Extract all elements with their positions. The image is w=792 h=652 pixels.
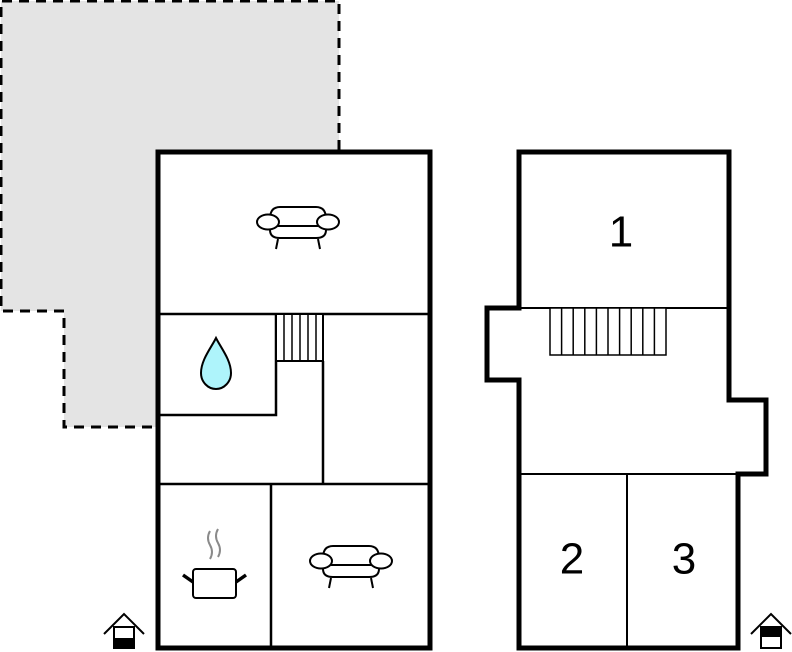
ground-floor	[155, 149, 433, 651]
room-label-bedroom-2: 2	[560, 535, 584, 584]
upper-floor: 1 2 3	[484, 149, 769, 651]
water-drop-icon	[199, 335, 233, 391]
room-label-bedroom-1: 1	[609, 208, 633, 257]
sofa-icon	[256, 206, 340, 250]
house-ground-floor-icon	[103, 612, 145, 649]
room-label-bedroom-3: 3	[672, 535, 696, 584]
sofa-icon	[309, 545, 393, 589]
stairs-icon	[549, 307, 667, 356]
terrace	[0, 0, 341, 429]
stairs-icon	[275, 313, 324, 362]
house-upper-floor-icon	[750, 612, 792, 649]
cooking-pot-icon	[181, 528, 248, 599]
